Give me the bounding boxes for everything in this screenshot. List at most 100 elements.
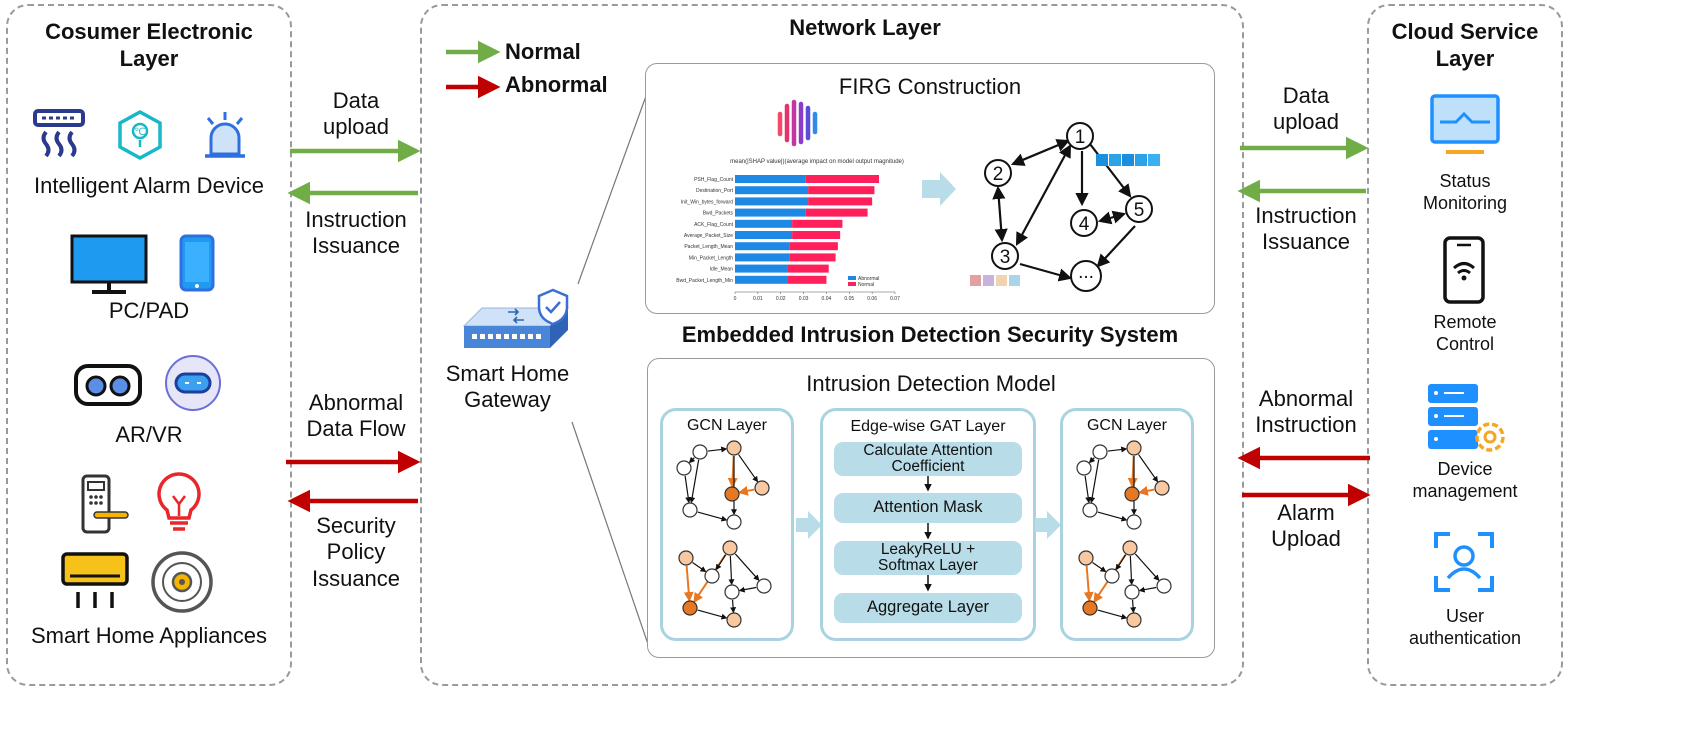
gcn-right-graph-bottom [1078,540,1172,628]
cloud-layer-panel [1367,4,1563,686]
shap-tick-label: 0.06 [867,296,877,302]
robot-vacuum-icon [151,551,213,613]
shap-bar-abnormal [735,253,790,262]
consumer-layer-title: Cosumer Electronic Layer [6,18,292,72]
smoke-detector-icon [33,109,85,158]
shap-tick-label: 0.05 [844,296,854,302]
gateway-to-firg-line [577,95,647,285]
gcn-edge [1128,555,1135,586]
user-authentication-icon [1434,532,1494,592]
firg-node-4 [1070,209,1098,237]
gcn-edge [1137,485,1155,496]
gcn-node [756,578,772,594]
consumer-title-line1: Cosumer Electronic [45,19,253,44]
gcn-node [1076,460,1092,476]
gat-step-attention-mask: Attention Mask [834,493,1022,523]
flow-chevron-icon-left [796,511,822,539]
gcn-node [678,550,694,566]
gat-step-aggregate: Aggregate Layer [834,593,1022,623]
shap-legend-abnormal-swatch [848,276,856,280]
gcn-node [722,540,738,556]
smart-home-appliances-label: Smart Home Appliances [31,623,267,648]
gcn-edge [737,485,755,496]
node-feature-vector-top [1096,154,1160,166]
device-management-label: Device management [1412,459,1518,501]
shap-feature-label: Min_Packet_Length [689,255,733,261]
firg-node-label: 5 [1134,200,1145,221]
gcn-edge [715,554,727,571]
gcn-node [726,612,742,628]
shap-legend-normal-text: Normal [858,282,874,288]
shap-tick-label: 0.07 [890,296,900,302]
ar-vr-label: AR/VR [115,422,183,447]
gateway-to-ids-line [571,421,651,651]
shap-feature-label: Init_Win_bytes_forward [681,199,733,205]
shap-bar-normal [787,275,827,284]
shap-feature-label: Packet_Length_Mean [684,244,733,250]
gcn-node [692,444,708,460]
shap-tick-label: 0.03 [799,296,809,302]
gcn-edge [1097,609,1128,620]
shap-bar-abnormal [735,175,806,183]
gcn-node [1156,578,1172,594]
gcn-node [1082,600,1098,616]
smart-home-gateway-label: Smart Home Gateway [445,361,570,413]
shap-bar-normal [789,242,838,251]
firg-node-5 [1125,195,1153,223]
shap-legend-abnormal-text: Abnormal [858,276,879,282]
legend-abnormal-label: Abnormal [505,72,608,97]
node-feature-vector-bottom [970,275,1020,286]
shap-tick-label: 0.02 [776,296,786,302]
tablet-icon [179,234,215,292]
shap-feature-label: PSH_Flag_Count [694,177,734,183]
gcn-node [682,600,698,616]
gcn-node [754,480,770,496]
firg-node-label: 1 [1075,127,1086,148]
remote-control-label: Remote Control [1433,312,1497,354]
gcn-edge [1097,511,1128,522]
firg-node-2 [984,159,1012,187]
gcn-node [1126,612,1142,628]
gcn-edge [697,609,728,620]
gcn-node [724,584,740,600]
gcn-edge [1134,553,1160,581]
gcn-node [1104,568,1120,584]
gcn-edge [688,456,696,464]
firg-graph: 12345... [970,122,1160,292]
pc-pad-label: PC/PAD [108,298,190,323]
gcn-left-graph-bottom [678,540,772,628]
smartphone-wifi-icon [1443,236,1485,304]
shap-bar-normal [789,253,836,262]
firg-node-label: ... [1078,262,1094,283]
gat-step-leakyrelu-softmax: LeakyReLU + Softmax Layer [834,541,1022,575]
right-data-upload-label: Data upload [1272,83,1340,135]
shap-bar-abnormal [735,197,809,206]
alarm-device-label: Intelligent Alarm Device [34,173,264,198]
gcn-node [726,440,742,456]
gat-step-arrows [924,476,932,592]
shap-legend-normal-swatch [848,282,856,286]
gcn-edge [1088,456,1096,464]
shap-bar-abnormal [735,219,793,228]
left-security-policy-label: Security Policy Issuance [311,513,401,591]
smart-lock-icon [81,474,129,534]
shap-bar-abnormal [735,186,809,195]
gat-step-attention-coefficient: Calculate Attention Coefficient [834,442,1022,476]
embedded-ids-title: Embedded Intrusion Detection Security Sy… [681,322,1179,347]
right-alarm-upload-label: Alarm Upload [1271,500,1341,552]
air-conditioner-icon [61,552,129,608]
status-monitoring-label: Status Monitoring [1422,171,1508,213]
gcn-node [1092,444,1108,460]
gcn-node [676,460,692,476]
gcn-edge [1083,565,1094,603]
gcn-edge [707,446,728,453]
shap-bar-normal [805,175,879,183]
monitor-icon [70,234,148,294]
firg-node-label: 3 [1000,247,1011,268]
shap-bar-abnormal [735,208,806,217]
gcn-edge [1138,454,1159,483]
shap-bar-abnormal [735,231,793,239]
gcn-node [1082,502,1098,518]
gcn-node [682,502,698,518]
